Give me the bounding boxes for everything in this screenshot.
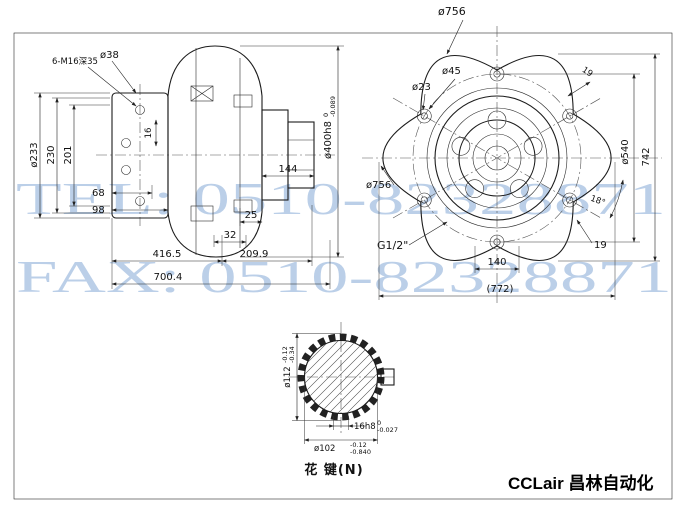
dim-d32: 32 — [224, 230, 237, 241]
dim-d98: 98 — [92, 205, 105, 216]
case-pad-2 — [233, 94, 253, 108]
dim-d230: 230 — [46, 145, 57, 164]
dim-d772: (772) — [487, 284, 514, 295]
dim-d38-leader — [111, 60, 137, 94]
dim-d742: 742 — [641, 147, 652, 166]
dim-d112-group: ø112 -0.12 -0.34 — [281, 346, 296, 388]
case-pad-cross-2 — [190, 85, 214, 102]
dim-bolt-note: 6-M16深35 — [52, 57, 98, 67]
dim-d102: ø102 — [314, 444, 335, 454]
distributor-circle — [446, 107, 548, 209]
spline-view — [288, 322, 396, 434]
dim-d16: 16 — [144, 128, 154, 139]
dim-d19-top: 19 — [580, 65, 595, 79]
case-bolt — [562, 192, 578, 208]
dim-d68: 68 — [92, 188, 105, 199]
dim-d756-left: ø756 — [366, 180, 391, 191]
dim-port-leader — [408, 221, 448, 246]
dim-w16-tol-upper: 0 — [377, 419, 381, 427]
dim-d23-leader — [421, 93, 426, 111]
dim-d25: 25 — [245, 210, 258, 221]
case-bolt-inner — [566, 196, 574, 204]
dim-d112: ø112 — [283, 366, 293, 387]
cam-ring-outline — [382, 55, 612, 261]
side-view-dimensions: ø38 6-M16深35 ø233 230 201 16 68 98 25 32 — [29, 45, 344, 289]
front-view-dimensions: ø756 ø45 ø23 19 ø540 742 ø756 18° G1/2" … — [366, 5, 660, 300]
dim-d102-tol-lower: -0.840 — [350, 448, 371, 456]
spline-view-dimensions: ø112 -0.12 -0.34 16h8 0 -0.027 ø102 -0.1… — [281, 333, 398, 456]
dim-d756-left-leader — [380, 165, 395, 186]
case-pad — [190, 85, 214, 102]
dim-d140: 140 — [487, 257, 506, 268]
dim-d209: 209.9 — [240, 249, 269, 260]
spline-hatching — [305, 341, 377, 413]
hub-circle — [472, 133, 522, 183]
dim-d112-tol-lower: -0.34 — [288, 346, 296, 363]
case-bolt-inner — [420, 112, 428, 120]
case-bolt — [562, 108, 578, 124]
piston-bore — [451, 137, 471, 156]
dim-w16-tol-lower: -0.027 — [377, 426, 398, 434]
case-pad-3 — [190, 205, 214, 222]
dim-d45-leader — [428, 78, 456, 110]
dim-d756-top-leader — [446, 19, 464, 55]
spline-caption: 花 键(N) — [304, 462, 363, 478]
case-bolt-inner — [420, 196, 428, 204]
dim-d23: ø23 — [412, 82, 431, 93]
piston-bore — [509, 179, 529, 198]
dim-w16: 16h8 — [354, 422, 376, 432]
dim-d45: ø45 — [442, 66, 461, 77]
dim-d400: ø400h8 — [323, 121, 334, 159]
dim-d112-tol-upper: -0.12 — [281, 346, 289, 363]
dim-d233: ø233 — [29, 142, 40, 167]
case-bolt-inner — [566, 112, 574, 120]
dim-a18-arc — [609, 179, 624, 219]
dim-d400-group: ø400h8 0 -0.089 — [322, 96, 337, 159]
case-bolt — [416, 192, 432, 208]
case-bolts — [416, 66, 578, 250]
spline-key-tab — [380, 368, 395, 386]
shaft-bore-circle — [484, 145, 510, 171]
dim-a18: 18° — [589, 194, 607, 209]
case-circle-2 — [434, 95, 560, 221]
dim-d540: ø540 — [620, 139, 631, 164]
output-shaft — [287, 121, 315, 189]
case-pad-4 — [233, 199, 253, 213]
dim-bolt-note-leader — [87, 66, 137, 107]
dim-d756-top: ø756 — [438, 5, 466, 18]
watermark: TEL: 0510-82328871 FAX: 0510-82328871 — [16, 173, 672, 302]
distributor-circle-2 — [458, 119, 536, 197]
brand-logo: CCLair 昌林自动化 — [508, 473, 653, 493]
dim-d38: ø38 — [100, 50, 119, 61]
piston-bore — [465, 179, 485, 198]
flange-bolt-hole-3 — [121, 165, 131, 175]
motor-case — [167, 45, 263, 258]
case-circle — [426, 87, 568, 229]
piston-bore — [523, 137, 543, 156]
dim-d102-tol-upper: -0.12 — [350, 441, 367, 449]
dim-d19-right: 19 — [594, 240, 607, 251]
watermark-tel: TEL: 0510-82328871 — [16, 173, 666, 224]
watermark-fax: FAX: 0510-82328871 — [16, 251, 672, 302]
dim-d144: 144 — [278, 164, 297, 175]
dim-d19-top-line — [567, 81, 591, 97]
side-view — [96, 45, 336, 258]
dim-d201: 201 — [63, 145, 74, 164]
dim-d400-tol-upper: 0 — [322, 113, 330, 117]
dim-d400-tol-lower: -0.089 — [329, 96, 337, 117]
drawing-frame — [13, 32, 673, 500]
front-view — [362, 26, 662, 305]
flange-bolt-hole — [135, 105, 145, 115]
piston-bores — [451, 110, 543, 198]
dim-port: G1/2" — [377, 239, 408, 252]
dim-d700: 700.4 — [154, 272, 183, 283]
flange-bolt-hole-4 — [135, 196, 145, 206]
dim-d416: 416.5 — [153, 249, 182, 260]
flange-bolt-hole-2 — [121, 138, 131, 148]
dim-d19-right-leader — [576, 219, 593, 244]
piston-bore — [487, 110, 507, 130]
front-diagonal-centerline-2 — [392, 97, 602, 219]
